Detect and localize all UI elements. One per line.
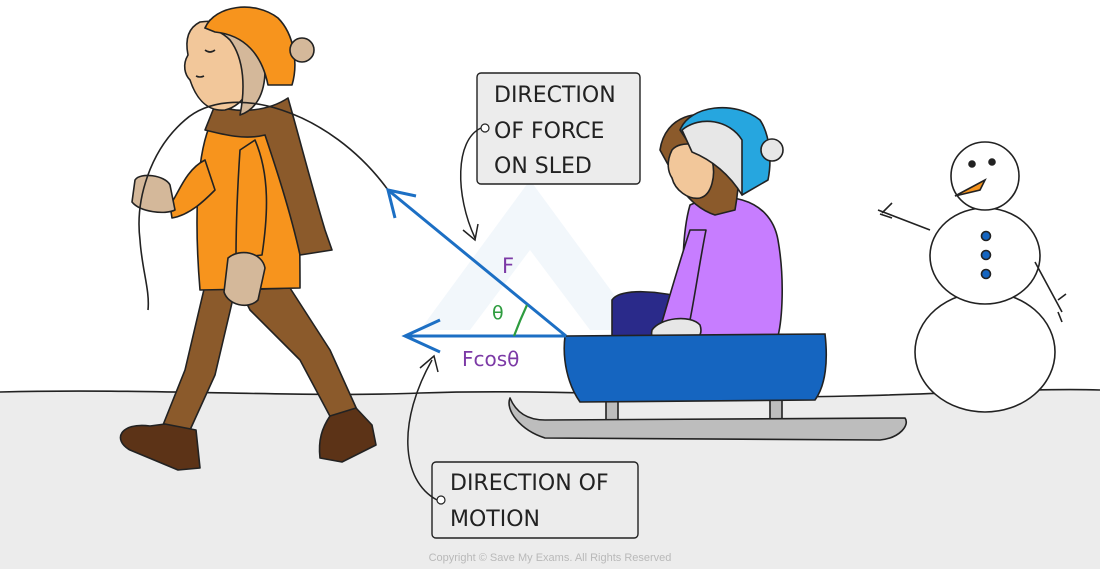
component-label: Fcosθ [462, 347, 519, 371]
watermark-logo [420, 180, 640, 330]
rope [138, 101, 389, 311]
motion-tag-line-2: MOTION [450, 507, 540, 532]
force-vectors [385, 188, 567, 354]
horizontal-component-arrowhead [401, 318, 441, 354]
copyright-notice: Copyright © Save My Exams. All Rights Re… [428, 552, 672, 564]
force-tag-line-3: ON SLED [494, 154, 592, 179]
force-symbol: F [502, 254, 514, 278]
girl-figure [611, 106, 784, 345]
force-tag-line-2: OF FORCE [494, 119, 604, 144]
angle-symbol: θ [492, 302, 504, 324]
sled [508, 397, 907, 441]
motion-tag-line-1: DIRECTION OF [450, 471, 609, 496]
snowman [877, 141, 1067, 413]
angle-arc [512, 304, 528, 337]
force-pointer [460, 127, 482, 242]
boy-figure [119, 6, 377, 471]
force-direction-tag: DIRECTION OF FORCE ON SLED [476, 72, 641, 185]
force-arrow [387, 188, 567, 338]
motion-pointer [407, 354, 439, 501]
force-tag-line-1: DIRECTION [494, 83, 616, 108]
sled-body [563, 333, 828, 403]
force-arrowhead [385, 188, 417, 219]
motion-direction-tag: DIRECTION OF MOTION [431, 461, 639, 539]
